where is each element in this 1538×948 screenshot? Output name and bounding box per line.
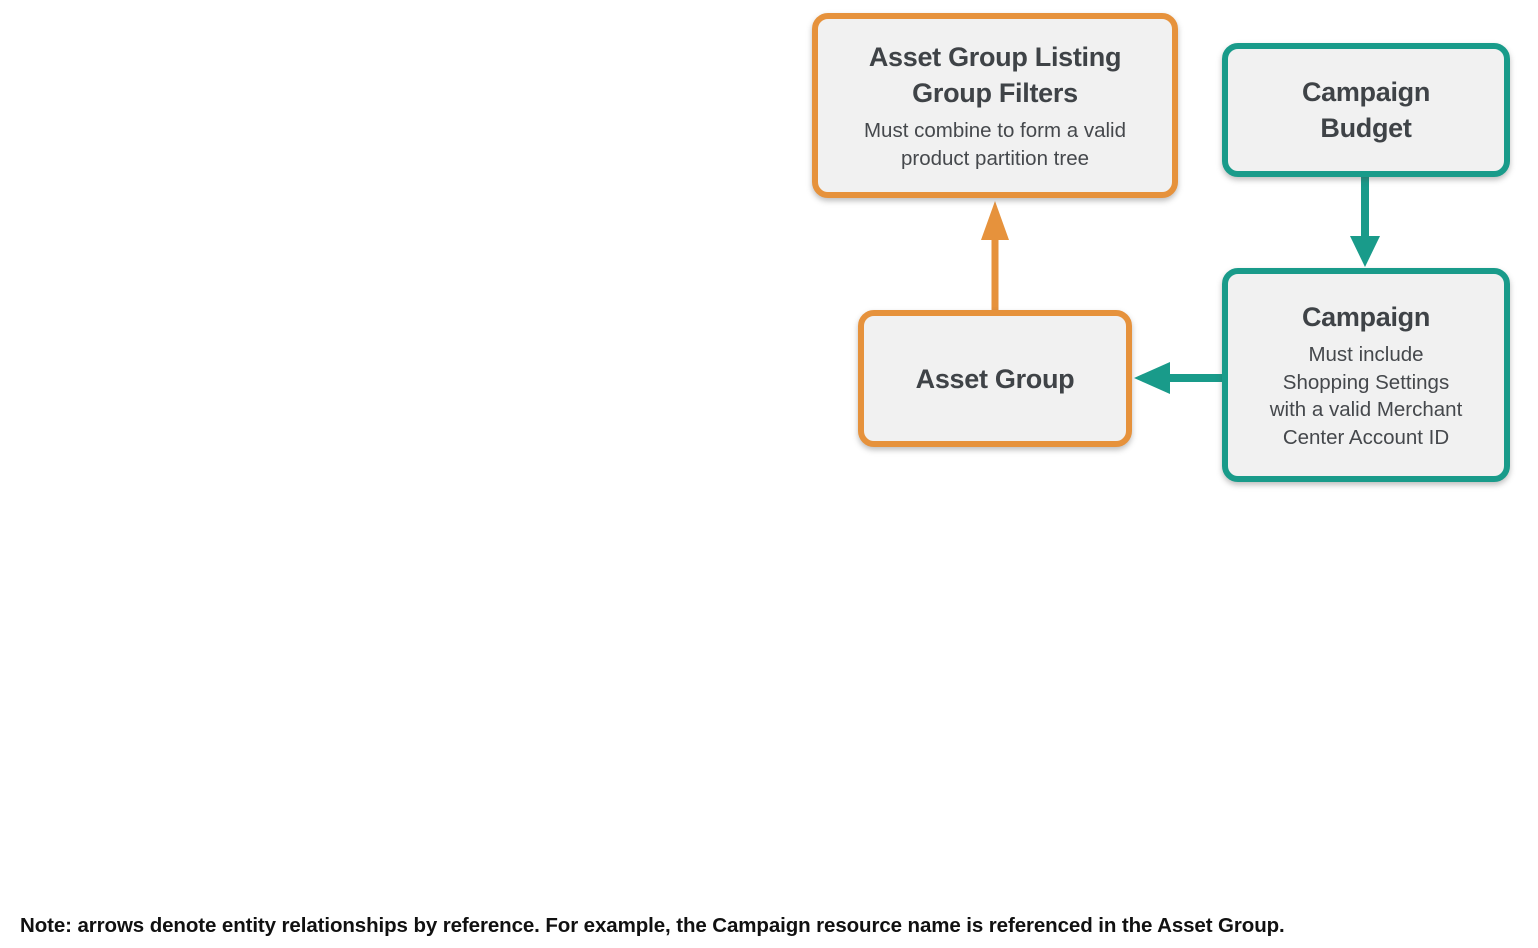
subtitle-line: Center Account ID xyxy=(1282,425,1450,449)
node-title: Campaign xyxy=(1302,299,1430,335)
subtitle-line: Must combine to form a valid xyxy=(863,119,1127,142)
subtitle-line: with a valid Merchant xyxy=(1269,398,1463,421)
node-subtitle: Must include Shopping Settings with a va… xyxy=(1270,341,1463,451)
arrow-campaign-budget-to-campaign xyxy=(1350,177,1380,267)
title-line: Group Filters xyxy=(912,78,1078,108)
subtitle-line: product partition tree xyxy=(900,146,1089,170)
node-subtitle: Must combine to form a valid product par… xyxy=(864,117,1126,172)
node-title: Asset Group xyxy=(916,361,1075,397)
subtitle-line: Must include xyxy=(1308,343,1424,366)
title-line: Asset Group xyxy=(915,363,1075,394)
arrow-asset-group-to-listing-filters xyxy=(981,201,1009,310)
node-campaign-budget: Campaign Budget xyxy=(1222,43,1510,177)
node-title: Campaign Budget xyxy=(1302,74,1430,146)
node-asset-group: Asset Group xyxy=(858,310,1132,447)
node-asset-group-listing-group-filters: Asset Group Listing Group Filters Must c… xyxy=(812,13,1178,198)
title-line: Campaign xyxy=(1301,77,1431,107)
arrow-campaign-to-asset-group xyxy=(1134,362,1222,394)
subtitle-line: Shopping Settings xyxy=(1282,370,1450,394)
title-line: Budget xyxy=(1320,113,1412,143)
title-line: Asset Group Listing xyxy=(868,42,1122,72)
node-title: Asset Group Listing Group Filters xyxy=(868,39,1122,111)
footnote: Note: arrows denote entity relationships… xyxy=(20,914,1285,937)
node-campaign: Campaign Must include Shopping Settings … xyxy=(1222,268,1510,482)
title-line: Campaign xyxy=(1301,302,1431,332)
